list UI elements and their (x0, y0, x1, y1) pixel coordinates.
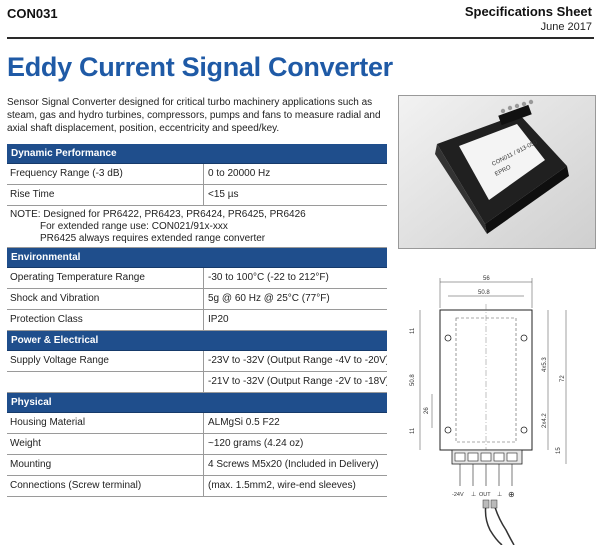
product-photo: CON011 / 913-050 EPRO (398, 95, 596, 249)
table-row: Connections (Screw terminal) (max. 1.5mm… (7, 476, 387, 497)
terminal-block (498, 104, 532, 126)
row-value: 0 to 20000 Hz (208, 168, 271, 179)
note-line: For extended range use: CON021/91x-xxx (40, 221, 228, 232)
table-row: Mounting 4 Screws M5x20 (Included in Del… (7, 455, 387, 476)
page-title: Eddy Current Signal Converter (7, 52, 393, 82)
row-value: ~120 grams (4.24 oz) (208, 438, 304, 449)
dim-right-453: 4x5.3 (542, 357, 548, 372)
row-label (7, 372, 204, 392)
dynamic-note: NOTE: Designed for PR6422, PR6423, PR642… (7, 206, 387, 248)
row-value: -30 to 100°C (-22 to 212°F) (208, 272, 329, 283)
dim-bottom-11: 11 (410, 427, 416, 434)
row-label: Frequency Range (-3 dB) (7, 164, 204, 184)
row-label: Connections (Screw terminal) (7, 476, 204, 496)
terminal-label: ⊥ (471, 491, 476, 498)
row-value: 4 Screws M5x20 (Included in Delivery) (208, 459, 379, 470)
note-line: NOTE: Designed for PR6422, PR6423, PR642… (10, 209, 306, 220)
mounting-hole (520, 426, 528, 434)
sheet-date: June 2017 (540, 21, 592, 33)
header-rule (7, 37, 594, 39)
table-row: Weight ~120 grams (4.24 oz) (7, 434, 387, 455)
row-label: Shock and Vibration (7, 289, 204, 309)
dim-overall-width: 56 (483, 276, 490, 282)
note-line: PR6425 always requires extended range co… (40, 233, 266, 244)
row-label: Operating Temperature Range (7, 268, 204, 288)
dim-body-height: 50.8 (410, 374, 416, 386)
dim-top-11: 11 (410, 327, 416, 334)
table-row: Supply Voltage Range -23V to -32V (Outpu… (7, 351, 387, 372)
row-label: Supply Voltage Range (7, 351, 204, 371)
terminal-label: ⊥ (497, 491, 502, 498)
table-row: Housing Material ALMgSi 0.5 F22 (7, 413, 387, 434)
table-row: Operating Temperature Range -30 to 100°C… (7, 268, 387, 289)
row-label: Mounting (7, 455, 204, 475)
row-label: Weight (7, 434, 204, 454)
table-row: -21V to -32V (Output Range -2V to -18V) (7, 372, 387, 393)
dim-right-72: 72 (560, 375, 566, 382)
spec-table: Dynamic Performance Frequency Range (-3 … (7, 144, 387, 497)
row-value: <15 µs (208, 189, 239, 200)
row-value: 5g @ 60 Hz @ 25°C (77°F) (208, 293, 330, 304)
terminal-label: OUT (479, 492, 491, 498)
product-photo-illustration: CON011 / 913-050 EPRO (399, 96, 595, 248)
intro-paragraph: Sensor Signal Converter designed for cri… (7, 97, 381, 134)
row-value: ALMgSi 0.5 F22 (208, 417, 280, 428)
dim-right-242: 2x4.2 (542, 413, 548, 428)
cable (484, 503, 503, 546)
mounting-hole (444, 426, 452, 434)
section-header-environmental: Environmental (7, 248, 387, 268)
mounting-hole (444, 334, 452, 342)
doc-code: CON031 (7, 6, 58, 21)
row-label: Protection Class (7, 310, 204, 330)
mounting-hole (520, 334, 528, 342)
row-value: IP20 (208, 314, 229, 325)
section-header-dynamic: Dynamic Performance (7, 144, 387, 164)
row-label: Rise Time (7, 185, 204, 205)
section-header-physical: Physical (7, 393, 387, 413)
table-row: Shock and Vibration 5g @ 60 Hz @ 25°C (7… (7, 289, 387, 310)
terminal-label: ⊕ (508, 490, 515, 499)
row-value: -21V to -32V (Output Range -2V to -18V) (208, 376, 387, 387)
section-header-power: Power & Electrical (7, 331, 387, 351)
dim-left-26: 26 (424, 407, 430, 414)
terminal-label: -24V (452, 492, 464, 498)
table-row: Protection Class IP20 (7, 310, 387, 331)
dimension-drawing: 56 50.8 11 50.8 26 11 4x5.3 72 2x4.2 15 (398, 268, 594, 546)
dim-base-15: 15 (556, 447, 562, 454)
sheet-title: Specifications Sheet (464, 4, 592, 19)
row-value: -23V to -32V (Output Range -4V to -20V) (208, 355, 387, 366)
dim-hole-spacing: 50.8 (478, 290, 490, 296)
row-label: Housing Material (7, 413, 204, 433)
table-row: Frequency Range (-3 dB) 0 to 20000 Hz (7, 164, 387, 185)
row-value: (max. 1.5mm2, wire-end sleeves) (208, 480, 356, 491)
product-label (459, 124, 545, 200)
table-row: Rise Time <15 µs (7, 185, 387, 206)
